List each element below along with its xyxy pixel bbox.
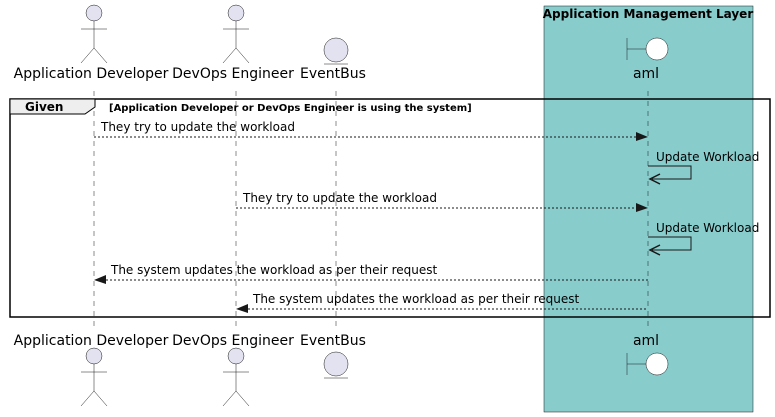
arrowhead	[636, 132, 648, 141]
participant-ops-top: DevOps Engineer	[172, 66, 294, 82]
group-condition: [Application Developer or DevOps Enginee…	[109, 103, 472, 114]
message-label: The system updates the workload as per t…	[110, 263, 438, 277]
message-label: Update Workload	[656, 150, 759, 164]
boundary-icon	[626, 352, 669, 376]
arrowhead	[94, 275, 106, 284]
actor-icon	[222, 4, 250, 64]
arrowhead	[236, 304, 248, 313]
self-message-arrow	[648, 236, 692, 251]
actor-icon	[80, 347, 108, 407]
arrowhead	[636, 203, 648, 212]
message-label: They try to update the workload	[242, 191, 437, 205]
arrowhead	[648, 244, 661, 256]
participant-dev-bottom: Application Developer	[14, 333, 169, 349]
arrowhead	[648, 173, 661, 185]
boundary-icon	[626, 37, 669, 61]
entity-icon	[323, 351, 349, 379]
box-title: Application Management Layer	[543, 7, 754, 21]
participant-ops-bottom: DevOps Engineer	[172, 333, 294, 349]
message-label: Update Workload	[656, 221, 759, 235]
group-frame	[9, 98, 771, 318]
message-label: The system updates the workload as per t…	[252, 292, 580, 306]
box-background	[543, 5, 754, 413]
message-label: They try to update the workload	[100, 120, 295, 134]
actor-icon	[80, 4, 108, 64]
participant-bus-top: EventBus	[300, 66, 366, 82]
participant-aml-top: aml	[633, 66, 659, 82]
self-message-arrow	[648, 165, 692, 180]
participant-dev-top: Application Developer	[14, 66, 169, 82]
participant-aml-bottom: aml	[633, 333, 659, 349]
actor-icon	[222, 347, 250, 407]
group-keyword: Given	[25, 100, 63, 114]
group-label-tab	[9, 98, 96, 115]
entity-icon	[323, 37, 349, 65]
participant-bus-bottom: EventBus	[300, 333, 366, 349]
